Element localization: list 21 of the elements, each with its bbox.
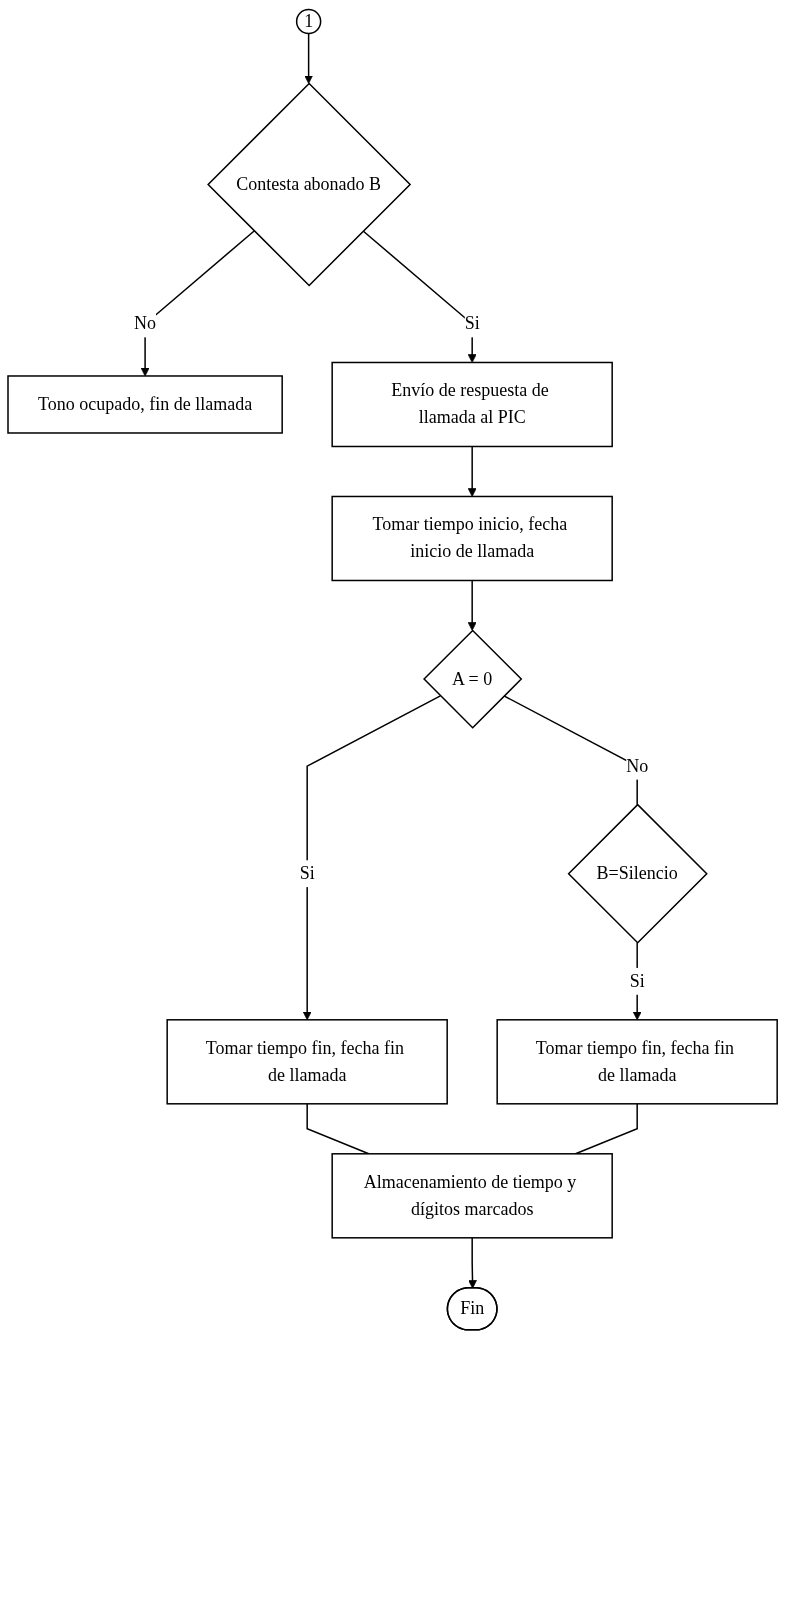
node-diamond: A = 0 [423, 629, 523, 729]
arrow [304, 32, 314, 84]
edge-label: Si [629, 970, 645, 991]
node-box: Almacenamiento de tiempo y dígitos marcados [331, 1153, 613, 1239]
node-box: Tomar tiempo fin, fecha fin de llamada [166, 1019, 448, 1105]
arrow [468, 1237, 477, 1289]
edge-label: No [134, 313, 157, 334]
node-circle: 1 [295, 8, 322, 35]
edge-label: Si [464, 313, 480, 334]
node-box: Tomar tiempo fin, fecha fin de llamada [496, 1019, 778, 1105]
node-diamond: Contesta abonado B [207, 82, 412, 287]
node-box: Tomar tiempo inicio, fecha inicio de llamada [331, 495, 613, 582]
arrow [302, 695, 442, 1021]
node-box: Tono ocupado, fin de llamada [7, 375, 283, 434]
arrow [467, 445, 477, 497]
node-box: Envío de respuesta de llamada al PIC [331, 361, 613, 448]
connector [306, 1103, 370, 1155]
edge-label: No [626, 755, 649, 776]
edge-label: Si [299, 863, 315, 884]
node-diamond: B=Silencio [567, 803, 708, 944]
arrow [467, 579, 477, 631]
